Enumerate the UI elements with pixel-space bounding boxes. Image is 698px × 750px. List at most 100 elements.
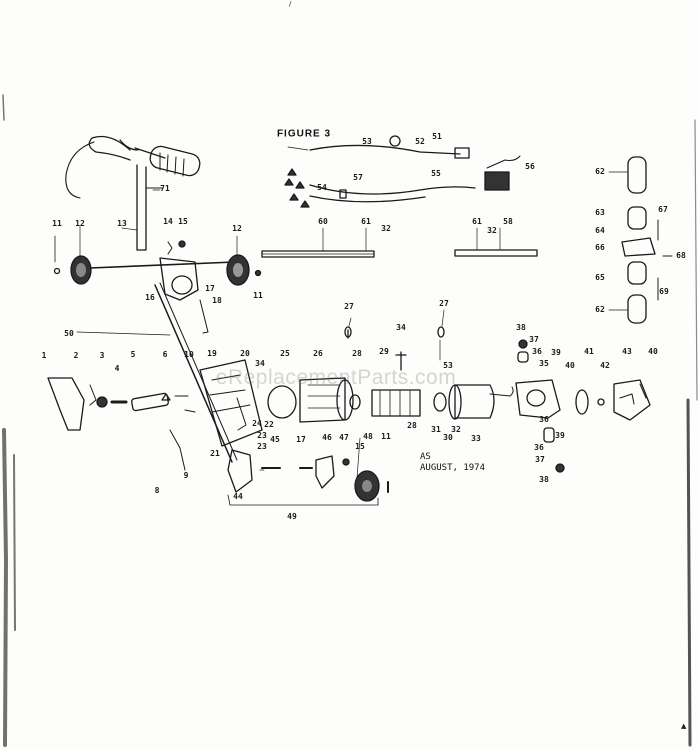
part-label: 6 (162, 350, 168, 359)
part-label: 42 (600, 361, 610, 370)
part-label: 61 (472, 217, 482, 226)
part-label: 61 (361, 217, 371, 226)
part-label: 65 (595, 273, 605, 282)
part-label: 15 (178, 217, 188, 226)
handle-assembly (65, 135, 201, 251)
part-label: 64 (595, 226, 605, 235)
part-label: 46 (322, 433, 332, 442)
part-label: 66 (595, 243, 605, 252)
part-label: 51 (432, 132, 442, 141)
part-label: 9 (183, 471, 189, 480)
watermark: eReplacementParts.com (215, 366, 457, 389)
cord-set (284, 135, 521, 208)
part-label: 3 (99, 351, 105, 360)
part-label: 14 (163, 217, 173, 226)
part-label: 11 (381, 432, 391, 441)
side-parts (621, 156, 673, 324)
motor-group (199, 326, 514, 447)
part-label: 69 (659, 287, 669, 296)
part-label: 36 (532, 347, 542, 356)
part-label: 21 (210, 449, 220, 458)
part-label: 33 (471, 434, 481, 443)
part-label: 62 (595, 305, 605, 314)
part-label: 22 (264, 420, 274, 429)
part-label: 15 (355, 442, 365, 451)
part-label: 1 (41, 351, 47, 360)
part-label: 27 (344, 302, 354, 311)
part-label: 27 (439, 299, 449, 308)
revision-note-line1: AS (420, 452, 431, 462)
part-label: 45 (270, 435, 280, 444)
corner-mark-top: / (289, 0, 292, 8)
part-label: 32 (487, 226, 497, 235)
corner-mark-bottom-right: ▲ (681, 722, 687, 730)
part-label: 52 (415, 137, 425, 146)
part-label: 34 (396, 323, 406, 332)
part-label: 23 (257, 431, 267, 440)
part-label: 58 (503, 217, 513, 226)
part-label: 8 (154, 486, 160, 495)
part-label: 2 (73, 351, 79, 360)
leader-lines (76, 146, 629, 479)
part-label: 50 (64, 329, 74, 338)
part-label: 24 (252, 419, 262, 428)
part-label: 34 (255, 359, 265, 368)
part-label: 53 (443, 361, 453, 370)
revision-note-line2: AUGUST, 1974 (420, 463, 486, 473)
part-label: 44 (233, 492, 243, 501)
wheel-housing (154, 240, 238, 463)
part-label: 49 (287, 512, 297, 521)
part-label: 31 (431, 425, 441, 434)
part-label: 47 (339, 433, 349, 442)
part-label: 39 (551, 348, 561, 357)
part-label: 68 (676, 251, 686, 260)
part-label: 54 (317, 183, 327, 192)
part-label: 32 (451, 425, 461, 434)
part-label: 48 (363, 432, 373, 441)
left-bracket-parts (47, 377, 196, 471)
part-label: 16 (145, 293, 155, 302)
part-label: 40 (565, 361, 575, 370)
part-label: 19 (207, 349, 217, 358)
part-label: 11 (52, 219, 62, 228)
part-label: 30 (443, 433, 453, 442)
part-label: 25 (280, 349, 290, 358)
part-label: 37 (535, 455, 545, 464)
part-label: 39 (555, 431, 565, 440)
revision-note: AS AUGUST, 1974 (420, 452, 485, 474)
part-label: 71 (160, 184, 170, 193)
gear-case (515, 339, 651, 473)
part-label: 28 (407, 421, 417, 430)
lower-parts (227, 449, 389, 506)
part-label: 36 (539, 415, 549, 424)
part-label: 29 (379, 347, 389, 356)
part-label: 4 (114, 364, 120, 373)
part-label: 20 (240, 349, 250, 358)
part-label: 53 (362, 137, 372, 146)
part-label: 28 (352, 349, 362, 358)
part-label: 18 (212, 296, 222, 305)
part-label: 26 (313, 349, 323, 358)
figure-title: FIGURE 3 (276, 128, 332, 140)
part-label: 17 (205, 284, 215, 293)
axle-and-wheels (53, 235, 262, 286)
part-label: 17 (296, 435, 306, 444)
part-label: 57 (353, 173, 363, 182)
part-label: 40 (648, 347, 658, 356)
part-label: 36 (534, 443, 544, 452)
part-label: 38 (539, 475, 549, 484)
part-label: 63 (595, 208, 605, 217)
part-label: 55 (431, 169, 441, 178)
part-label: 56 (525, 162, 535, 171)
part-label: 12 (75, 219, 85, 228)
part-label: 60 (318, 217, 328, 226)
tube-assembly (261, 249, 538, 258)
part-label: 43 (622, 347, 632, 356)
part-label: 35 (539, 359, 549, 368)
part-label: 10 (184, 350, 194, 359)
part-label: 5 (130, 350, 136, 359)
part-label: 11 (253, 291, 263, 300)
part-label: 32 (381, 224, 391, 233)
